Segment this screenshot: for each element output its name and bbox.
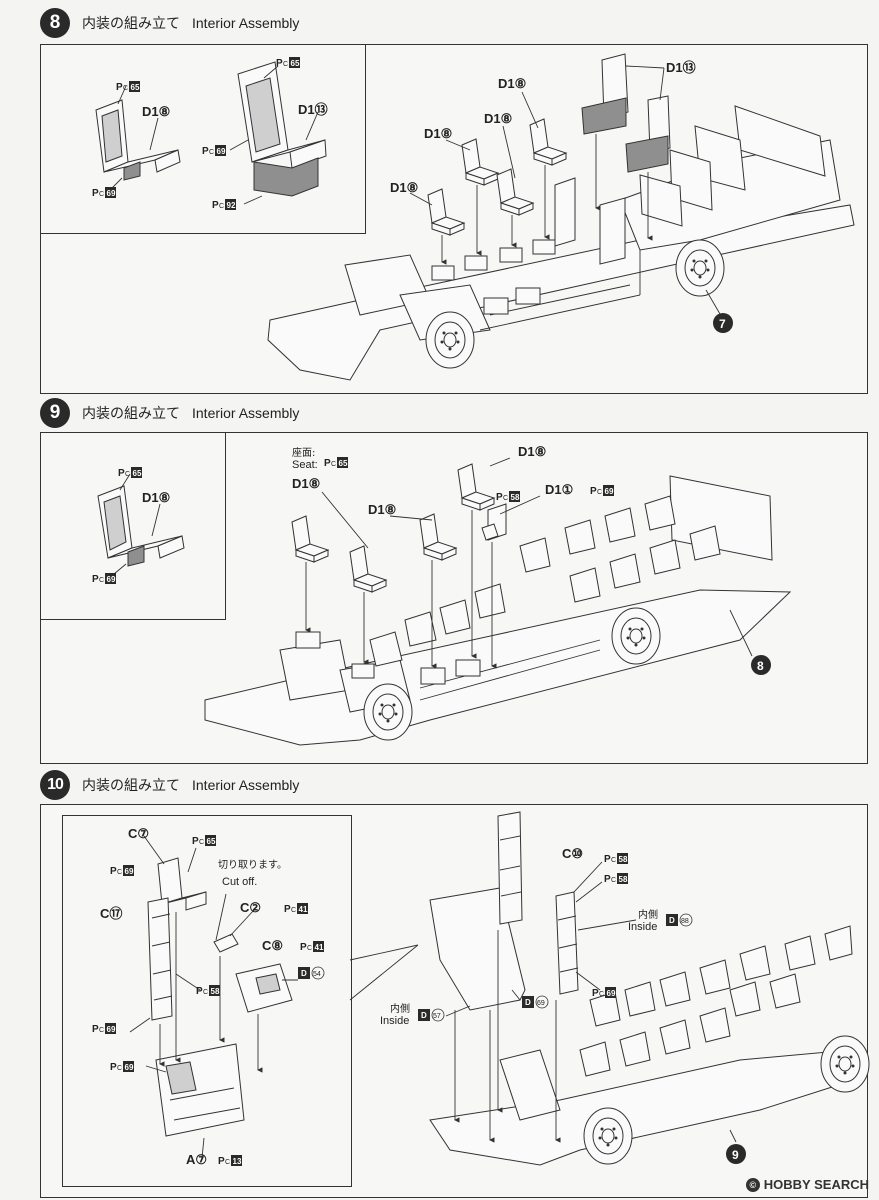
pc-number: 69 bbox=[605, 487, 614, 496]
part-label: D1⑧ bbox=[484, 111, 512, 126]
pc-number: 65 bbox=[131, 83, 140, 92]
step-number-badge: 10 bbox=[40, 770, 70, 800]
d57-tag: D 57 bbox=[418, 1008, 445, 1022]
pc-number: 58 bbox=[511, 493, 520, 502]
step-8-inset-driver-seat bbox=[229, 61, 327, 205]
step-8-bus-chassis bbox=[267, 105, 855, 381]
pc-number: 69 bbox=[107, 575, 116, 584]
pc-number: 41 bbox=[299, 905, 308, 914]
pc-number: 58 bbox=[619, 875, 628, 884]
step-title-en: Interior Assembly bbox=[192, 777, 300, 793]
pc-number: 69 bbox=[125, 867, 134, 876]
step-10-header: 10 内装の組み立て Interior Assembly bbox=[40, 770, 299, 800]
part-label: D1⑧ bbox=[142, 104, 170, 119]
step-10-bus-chassis bbox=[429, 811, 855, 1166]
step-number-badge: 8 bbox=[40, 8, 70, 38]
step-8-header: 8 内装の組み立て Interior Assembly bbox=[40, 8, 299, 38]
pc-number: 69 bbox=[125, 1063, 134, 1072]
part-label: D1⑧ bbox=[498, 76, 526, 91]
pc-number: 69 bbox=[607, 989, 616, 998]
svg-text:9: 9 bbox=[732, 1148, 739, 1162]
svg-text:D: D bbox=[669, 916, 675, 925]
watermark: © HOBBY SEARCH bbox=[745, 1177, 869, 1192]
part-label: C⑩ bbox=[562, 846, 583, 861]
pc-number: 58 bbox=[619, 855, 628, 864]
part-label: D1⑧ bbox=[142, 490, 170, 505]
svg-text:88: 88 bbox=[681, 918, 689, 925]
watermark-text: HOBBY SEARCH bbox=[763, 1177, 869, 1192]
step-9-inset-seat bbox=[97, 473, 185, 575]
seat-note-jp: 座面: bbox=[292, 446, 315, 459]
svg-text:D: D bbox=[301, 969, 307, 978]
seat-note-en: Seat: bbox=[292, 459, 318, 471]
step-title-jp: 内装の組み立て bbox=[82, 16, 180, 32]
step-8-inset bbox=[40, 44, 366, 234]
step-8-seats bbox=[427, 53, 671, 236]
svg-text:D: D bbox=[421, 1011, 427, 1020]
step-title-en: Interior Assembly bbox=[192, 405, 300, 421]
pc-number: 41 bbox=[315, 943, 324, 952]
part-label: C⑰ bbox=[100, 906, 122, 921]
pc-number: 69 bbox=[107, 189, 116, 198]
step-9-inset bbox=[40, 432, 226, 620]
d69-tag: D 69 bbox=[522, 995, 549, 1009]
pc-number: 65 bbox=[339, 459, 348, 468]
part-label: D1⑧ bbox=[368, 502, 396, 517]
pc-number: 69 bbox=[217, 147, 226, 156]
part-label: A⑦ bbox=[186, 1152, 207, 1167]
pc-number: 65 bbox=[207, 837, 216, 846]
part-label: D1⑧ bbox=[518, 444, 546, 459]
step-number-badge: 9 bbox=[40, 398, 70, 428]
step-9-seats bbox=[291, 463, 507, 593]
pc-number: 65 bbox=[291, 59, 300, 68]
step-10-inset-parts bbox=[147, 857, 293, 1137]
part-label: C⑧ bbox=[262, 938, 283, 953]
part-label: D1① bbox=[545, 482, 573, 497]
step-8-reference-badge: 7 bbox=[705, 289, 733, 333]
inside-note-jp: 内側 bbox=[638, 908, 658, 921]
svg-text:8: 8 bbox=[757, 659, 764, 673]
cut-note-jp: 切り取ります。 bbox=[218, 859, 287, 871]
svg-text:D: D bbox=[525, 998, 531, 1007]
step-9-reference-badge: 8 bbox=[751, 655, 771, 675]
d88-tag: D 88 bbox=[666, 913, 693, 927]
pc-number: 92 bbox=[227, 201, 236, 210]
step-8-inset-seat bbox=[95, 85, 181, 189]
svg-text:7: 7 bbox=[719, 317, 726, 331]
part-label: D1⑧ bbox=[390, 180, 418, 195]
d54-tag: D 54 bbox=[298, 966, 325, 980]
inside-note-en: Inside bbox=[628, 921, 657, 933]
inside-note-jp: 内側 bbox=[390, 1002, 410, 1015]
hobby-search-logo-icon: © bbox=[745, 1177, 760, 1192]
step-title-en: Interior Assembly bbox=[192, 15, 300, 31]
pc-number: 65 bbox=[133, 469, 142, 478]
svg-text:57: 57 bbox=[433, 1013, 441, 1020]
part-label: D1⑬ bbox=[298, 102, 328, 117]
part-label: D1⑬ bbox=[666, 60, 696, 75]
pc-number: 13 bbox=[233, 1157, 242, 1166]
svg-text:54: 54 bbox=[313, 971, 321, 978]
part-label: D1⑧ bbox=[292, 476, 320, 491]
svg-text:69: 69 bbox=[537, 1000, 545, 1007]
pc-number: 69 bbox=[107, 1025, 116, 1034]
step-title-jp: 内装の組み立て bbox=[82, 778, 180, 794]
part-label: D1⑧ bbox=[424, 126, 452, 141]
step-9-header: 9 内装の組み立て Interior Assembly bbox=[40, 398, 299, 428]
part-label: C⑦ bbox=[128, 826, 149, 841]
cut-note-en: Cut off. bbox=[222, 876, 257, 888]
step-title-jp: 内装の組み立て bbox=[82, 406, 180, 422]
inside-note-en: Inside bbox=[380, 1015, 409, 1027]
pc-number: 58 bbox=[211, 987, 220, 996]
step-10-reference-badge: 9 bbox=[726, 1144, 746, 1164]
part-label: C② bbox=[240, 900, 261, 915]
